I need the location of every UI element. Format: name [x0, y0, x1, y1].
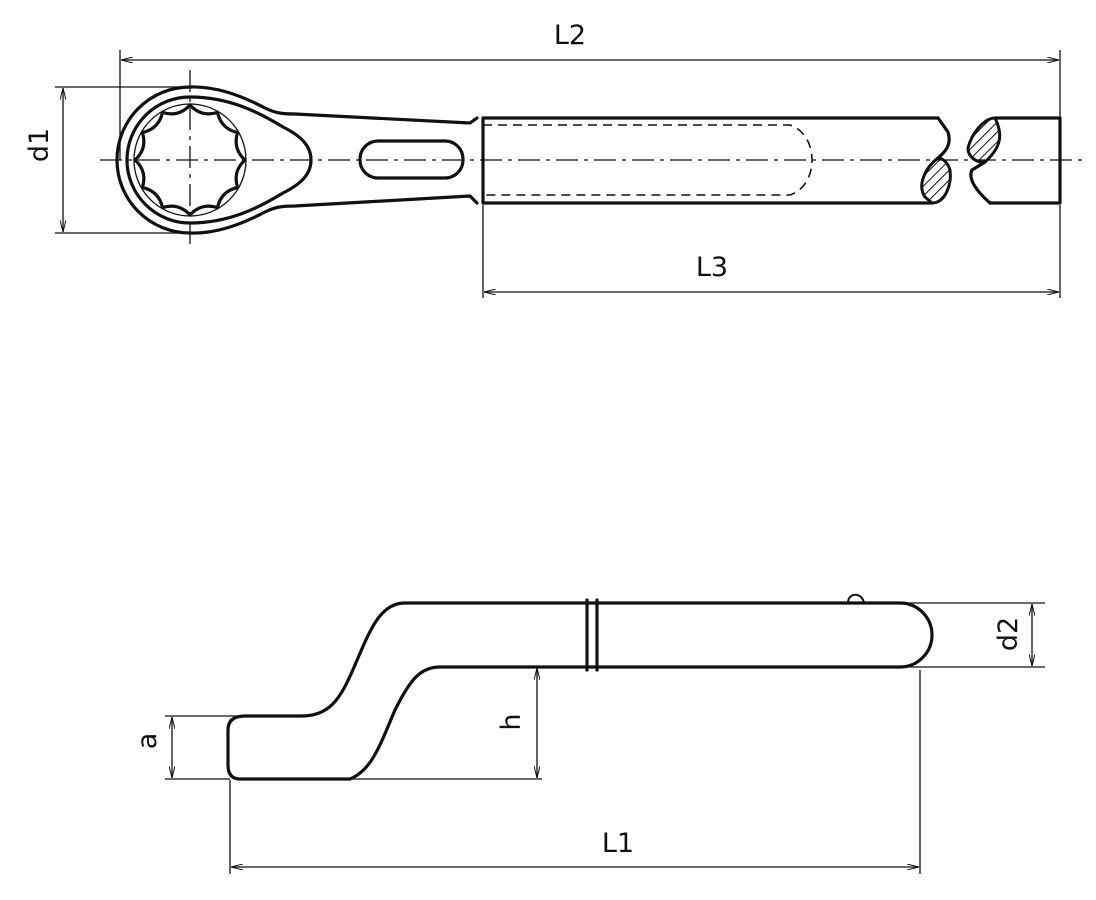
handle-tube	[481, 116, 1062, 205]
top-view: L2 d1 L3	[24, 20, 1082, 298]
insulation-collar	[585, 598, 599, 672]
hidden-bore	[483, 124, 813, 196]
socket-chamfer-circle	[133, 103, 247, 217]
twelve-point-socket	[133, 103, 247, 217]
ring-head-outline	[115, 85, 479, 235]
grip-slot	[358, 139, 465, 180]
dimension-label-L3: L3	[696, 252, 728, 283]
offset-spanner-side-outline	[226, 601, 934, 781]
break-section-left	[920, 156, 952, 205]
side-view: d2 h a L1	[132, 593, 1045, 874]
dimension-label-d1: d1	[24, 128, 55, 162]
socket-profile	[133, 103, 247, 217]
break-line-left-top	[936, 116, 951, 160]
dimension-label-L2: L2	[554, 20, 586, 51]
break-section-right	[966, 116, 1002, 164]
dimension-label-h: h	[496, 713, 527, 730]
hanging-loop	[847, 593, 865, 604]
dimension-label-a: a	[132, 733, 163, 750]
dimension-label-d2: d2	[993, 617, 1024, 651]
break-line-right-bottom	[969, 160, 992, 205]
dimension-label-L1: L1	[602, 828, 634, 859]
ring-inner-outline	[125, 95, 313, 225]
